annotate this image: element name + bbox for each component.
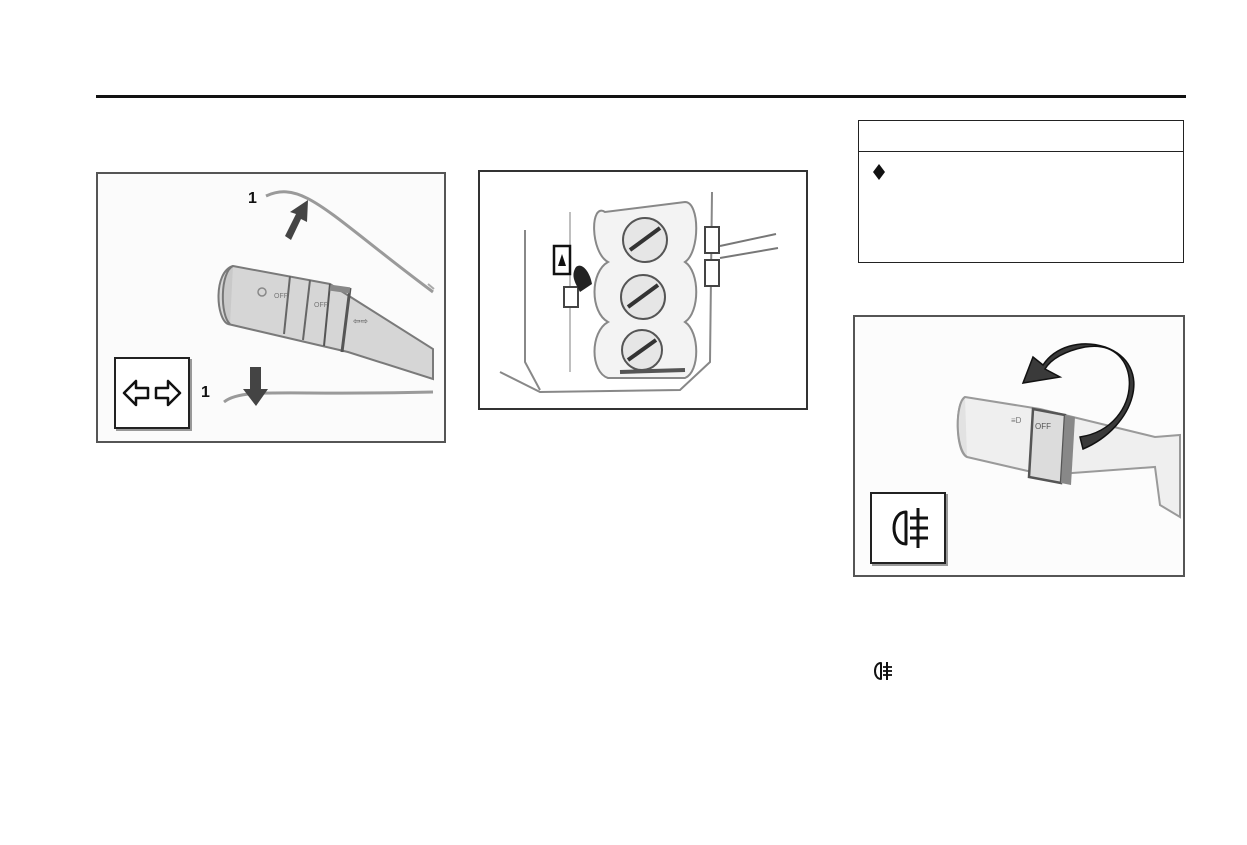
callout-number: 1 bbox=[248, 190, 257, 207]
note-box bbox=[858, 120, 1184, 263]
svg-text:OFF: OFF bbox=[1035, 422, 1051, 431]
svg-text:⇦⇨: ⇦⇨ bbox=[353, 316, 369, 326]
top-rule bbox=[96, 95, 1186, 98]
svg-text:OFF: OFF bbox=[314, 302, 328, 309]
up-arrow-icon bbox=[285, 200, 308, 240]
note-header bbox=[859, 121, 1183, 152]
turn-signal-figure: OFF OFF ⇦⇨ 1 1 bbox=[96, 172, 446, 443]
turn-signal-arrows-icon bbox=[122, 379, 182, 407]
dashboard-center-panel-illustration bbox=[499, 191, 779, 394]
rear-fog-lamp-icon bbox=[892, 508, 928, 548]
hazard-switch-icon bbox=[552, 244, 592, 308]
rear-fog-lamp-icon bbox=[874, 662, 892, 680]
svg-text:OFF: OFF bbox=[274, 293, 288, 300]
rotate-arrow-icon bbox=[1021, 343, 1135, 451]
fog-lamp-badge bbox=[870, 492, 946, 564]
down-arrow-icon bbox=[243, 367, 268, 406]
svg-text:≡D: ≡D bbox=[1011, 416, 1022, 425]
turn-signal-badge bbox=[114, 357, 190, 429]
turn-signal-lever-illustration: OFF OFF ⇦⇨ bbox=[217, 190, 435, 406]
knob bbox=[620, 274, 666, 320]
fog-lamp-figure: OFF ≡D bbox=[853, 315, 1185, 577]
hazard-switch-figure bbox=[478, 170, 808, 410]
knob bbox=[622, 217, 668, 263]
knob bbox=[621, 329, 663, 371]
callout-number: 1 bbox=[201, 384, 210, 401]
diamond-bullet-icon bbox=[873, 164, 885, 180]
fog-lamp-switch-illustration: OFF ≡D bbox=[956, 343, 1181, 519]
